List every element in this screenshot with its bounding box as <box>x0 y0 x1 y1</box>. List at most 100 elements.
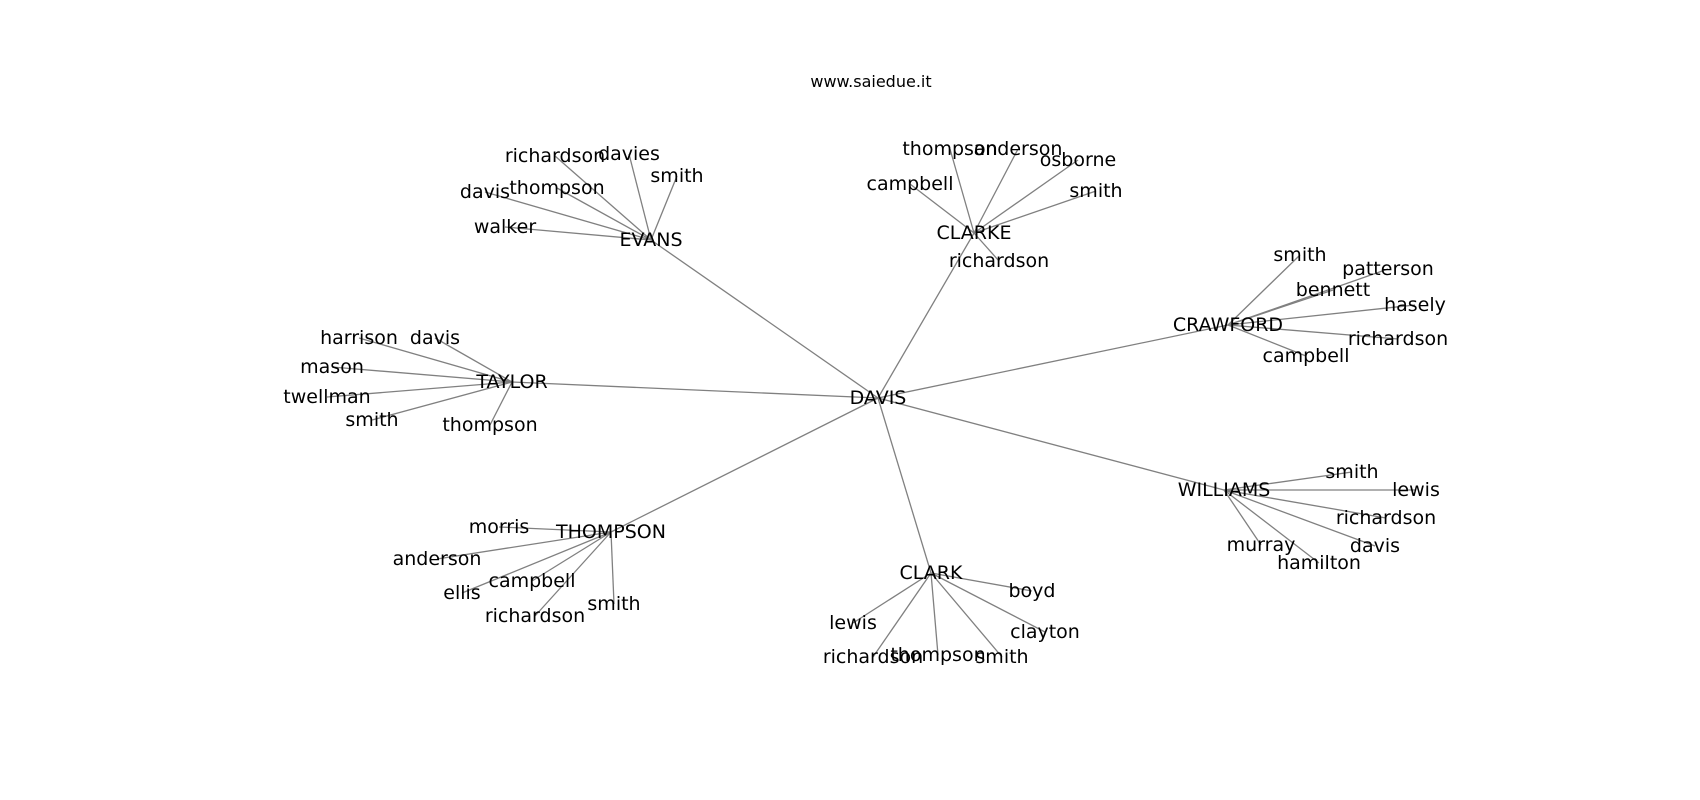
leaf-edge <box>650 175 678 241</box>
leaf-edge <box>1223 489 1262 546</box>
root-edge <box>610 397 879 533</box>
leaf-node-label: smith <box>587 593 640 615</box>
root-node-label: DAVIS <box>850 387 907 409</box>
leaf-node-label: campbell <box>1263 345 1350 367</box>
root-edge <box>877 232 975 399</box>
leaf-edge <box>461 531 612 594</box>
leaf-node-label: anderson <box>393 548 482 570</box>
leaf-edge <box>326 381 513 398</box>
leaf-edge <box>504 226 652 241</box>
leaf-node-label: mason <box>300 356 364 378</box>
leaf-node-label: smith <box>975 646 1028 668</box>
source-caption: www.saiedue.it <box>810 72 932 91</box>
leaf-edge <box>930 572 939 656</box>
leaf-node-label: campbell <box>489 570 576 592</box>
leaf-node-label: murray <box>1227 534 1296 556</box>
root-edge <box>877 324 1229 399</box>
leaf-edge <box>1227 324 1307 357</box>
leaf-node-label: bennett <box>1296 279 1370 301</box>
leaf-edge <box>973 159 1079 234</box>
leaf-node-label: thompson <box>442 414 537 436</box>
leaf-edge <box>628 153 652 241</box>
root-edge <box>650 239 879 399</box>
hub-node-label: THOMPSON <box>555 521 666 543</box>
hub-node-label: TAYLOR <box>475 371 547 393</box>
leaf-edge <box>949 148 975 234</box>
leaf-edge <box>973 232 1000 262</box>
leaf-edge <box>930 572 1003 658</box>
leaf-node-label: walker <box>474 216 536 238</box>
root-edge <box>877 397 932 574</box>
leaf-node-label: davis <box>460 181 510 203</box>
leaf-node-label: ellis <box>443 582 480 604</box>
root-edge <box>511 381 879 399</box>
leaf-node-label: smith <box>1069 180 1122 202</box>
leaf-edge <box>930 572 1046 633</box>
leaf-edge <box>1227 289 1334 326</box>
leaf-node-label: smith <box>650 165 703 187</box>
leaf-node-label: richardson <box>823 646 923 668</box>
leaf-edge <box>436 531 612 560</box>
leaf-edge <box>909 183 975 234</box>
leaf-edge <box>331 366 513 383</box>
leaf-node-label: hasely <box>1384 294 1446 316</box>
hub-node-label: WILLIAMS <box>1178 479 1271 501</box>
leaf-edge <box>1223 489 1387 519</box>
leaf-node-label: richardson <box>505 145 605 167</box>
leaf-node-label: twellman <box>283 386 370 408</box>
leaf-node-label: smith <box>1273 244 1326 266</box>
leaf-node-label: richardson <box>1336 507 1436 529</box>
leaf-edge <box>1223 471 1353 491</box>
leaf-node-label: thompson <box>509 177 604 199</box>
edge-layer <box>326 148 1416 658</box>
leaf-node-label: richardson <box>1348 328 1448 350</box>
leaf-edge <box>1223 489 1320 564</box>
leaf-edge <box>554 155 652 241</box>
leaf-node-label: thompson <box>902 138 997 160</box>
leaf-node-label: davies <box>598 143 660 165</box>
leaf-node-label: lewis <box>1392 479 1440 501</box>
leaf-node-label: richardson <box>949 250 1049 272</box>
leaf-node-label: osborne <box>1040 149 1116 171</box>
leaf-node-label: morris <box>469 516 530 538</box>
leaf-node-label: smith <box>345 409 398 431</box>
leaf-edge <box>872 572 932 658</box>
leaf-edge <box>973 148 1019 234</box>
hub-node-label: CRAWFORD <box>1173 314 1283 336</box>
leaf-node-label: smith <box>1325 461 1378 483</box>
hub-node-label: EVANS <box>619 229 682 251</box>
leaf-edge <box>1227 304 1416 326</box>
leaf-edge <box>434 337 513 383</box>
leaf-edge <box>484 191 652 241</box>
leaf-edge <box>930 572 1033 592</box>
leaf-edge <box>358 337 513 383</box>
hub-node-label: CLARK <box>900 562 963 584</box>
leaf-node-label: boyd <box>1009 580 1056 602</box>
leaf-edge <box>1227 254 1301 326</box>
leaf-node-label: clayton <box>1010 621 1080 643</box>
leaf-edge <box>489 381 513 426</box>
leaf-edge <box>531 531 612 582</box>
hub-node-label: CLARKE <box>937 222 1012 244</box>
leaf-node-label: patterson <box>1342 258 1434 280</box>
leaf-node-label: anderson <box>974 138 1063 160</box>
leaf-edge <box>534 531 612 617</box>
leaf-edge <box>610 531 615 605</box>
leaf-edge <box>1223 489 1376 547</box>
leaf-edge <box>973 190 1097 234</box>
leaf-edge <box>498 526 612 533</box>
leaf-node-label: harrison <box>320 327 398 349</box>
leaf-node-label: thompson <box>890 644 985 666</box>
leaf-edge <box>556 187 652 241</box>
leaf-node-label: campbell <box>867 173 954 195</box>
leaf-edge <box>371 381 513 421</box>
root-edge <box>877 397 1225 491</box>
leaf-edge <box>852 572 932 624</box>
leaf-node-label: davis <box>410 327 460 349</box>
leaf-node-label: lewis <box>829 612 877 634</box>
leaf-node-label: davis <box>1350 535 1400 557</box>
leaf-node-label: hamilton <box>1277 552 1361 574</box>
leaf-node-label: richardson <box>485 605 585 627</box>
